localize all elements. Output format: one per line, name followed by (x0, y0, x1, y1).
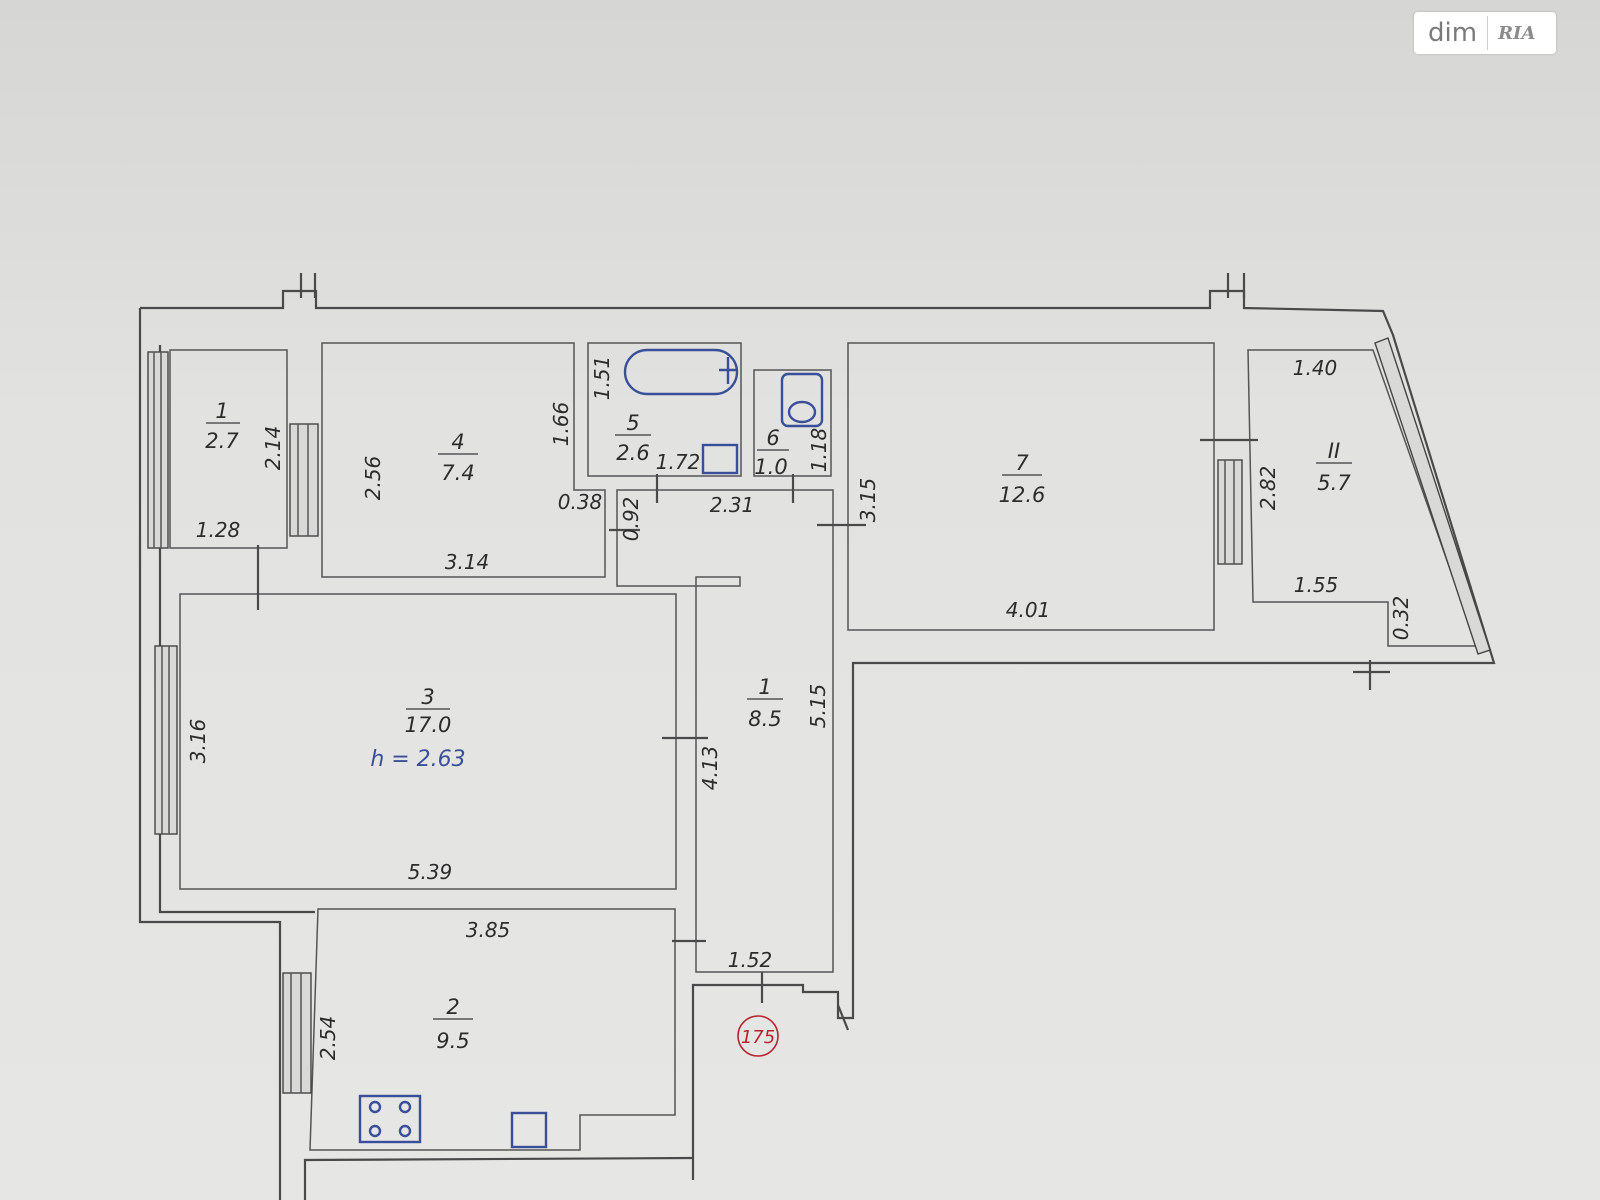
outer-wall (140, 289, 1496, 1180)
room-label-ii: II 5.7 (1316, 439, 1352, 495)
svg-text:1.40: 1.40 (1293, 356, 1338, 380)
svg-text:12.6: 12.6 (999, 483, 1046, 507)
svg-text:5.39: 5.39 (408, 860, 453, 884)
svg-text:17.0: 17.0 (405, 713, 452, 737)
bathtub-icon (623, 348, 739, 396)
svg-text:1.0: 1.0 (754, 455, 787, 479)
svg-text:7.4: 7.4 (441, 461, 474, 485)
svg-text:4.01: 4.01 (1006, 598, 1051, 622)
window-room-1 (147, 351, 169, 549)
svg-text:8.5: 8.5 (748, 707, 781, 731)
room-7-box (847, 342, 1215, 631)
svg-text:3.16: 3.16 (186, 719, 210, 764)
svg-text:4.13: 4.13 (698, 746, 722, 791)
svg-text:5.7: 5.7 (1317, 471, 1351, 495)
svg-text:2.7: 2.7 (205, 429, 239, 453)
svg-text:2.14: 2.14 (261, 426, 285, 471)
svg-text:1.55: 1.55 (1294, 573, 1339, 597)
stamp-circle (737, 1015, 779, 1057)
svg-text:1: 1 (215, 399, 228, 423)
room-5-box (587, 342, 742, 477)
svg-text:1.18: 1.18 (807, 428, 831, 473)
window-loggia (1374, 337, 1491, 655)
svg-text:0.32: 0.32 (1389, 596, 1413, 641)
svg-text:5.15: 5.15 (806, 684, 830, 729)
svg-text:7: 7 (1015, 451, 1029, 475)
svg-text:4: 4 (451, 430, 464, 454)
window-room-2 (282, 972, 312, 1094)
svg-text:0.92: 0.92 (619, 497, 643, 542)
kitchen-sink-icon (510, 1111, 548, 1149)
outer-wall-left (138, 308, 282, 1200)
svg-text:1.28: 1.28 (196, 518, 241, 542)
stamp-number: 175 (741, 1027, 775, 1048)
svg-text:3: 3 (421, 685, 434, 709)
svg-text:1: 1 (758, 675, 771, 699)
room-ii-box (1247, 349, 1479, 647)
room-label-4: 4 7.4 (438, 430, 478, 485)
room-label-6: 6 1.0 (754, 426, 789, 479)
inner-outline-bottom (303, 1156, 694, 1200)
stove-icon (358, 1094, 422, 1144)
svg-text:2.31: 2.31 (710, 493, 755, 517)
room-2-box (309, 908, 676, 1151)
svg-text:0.38: 0.38 (558, 490, 603, 514)
door-marks (256, 273, 1390, 1031)
dimension-labels: 2.14 1.28 2.56 3.14 1.66 0.38 0.92 1.51 … (186, 356, 1413, 1061)
room-label-2: 2 9.5 (433, 995, 473, 1053)
window-room-4 (289, 423, 319, 537)
svg-text:1.66: 1.66 (549, 402, 573, 447)
corridor-box (616, 489, 834, 973)
svg-text:3.15: 3.15 (856, 478, 880, 523)
svg-text:2.82: 2.82 (1256, 466, 1280, 511)
room-label-7: 7 12.6 (999, 451, 1046, 507)
room-1-balcony-box (169, 349, 288, 549)
sink-icon (701, 443, 739, 475)
svg-text:6: 6 (766, 426, 779, 450)
room-label-corridor: 1 8.5 (747, 675, 783, 731)
room-label-1: 1 2.7 (205, 399, 240, 453)
logo-ria-text: RIA (1498, 22, 1536, 44)
svg-text:1.72: 1.72 (656, 450, 701, 474)
room-label-5: 5 2.6 (615, 411, 651, 465)
svg-text:1.51: 1.51 (590, 356, 614, 401)
svg-text:2.56: 2.56 (361, 456, 385, 501)
window-room-7 (1217, 459, 1243, 565)
svg-text:2.6: 2.6 (616, 441, 649, 465)
window-room-3 (154, 645, 178, 835)
ceiling-height: h = 2.63 (370, 747, 465, 772)
svg-text:2.54: 2.54 (316, 1016, 340, 1061)
svg-text:5: 5 (626, 411, 639, 435)
svg-text:1.52: 1.52 (728, 948, 773, 972)
room-4-box (321, 342, 606, 578)
svg-text:3.14: 3.14 (445, 550, 490, 574)
svg-text:3.85: 3.85 (466, 918, 511, 942)
dimria-logo[interactable]: dim RIA (1414, 12, 1556, 54)
svg-text:II: II (1328, 439, 1340, 463)
svg-text:2: 2 (446, 995, 459, 1019)
logo-dim-text: dim (1414, 16, 1489, 50)
svg-text:9.5: 9.5 (436, 1029, 469, 1053)
toilet-icon (780, 372, 824, 428)
room-label-3: 3 17.0 h = 2.63 (370, 685, 465, 772)
room-3-box (179, 593, 677, 890)
